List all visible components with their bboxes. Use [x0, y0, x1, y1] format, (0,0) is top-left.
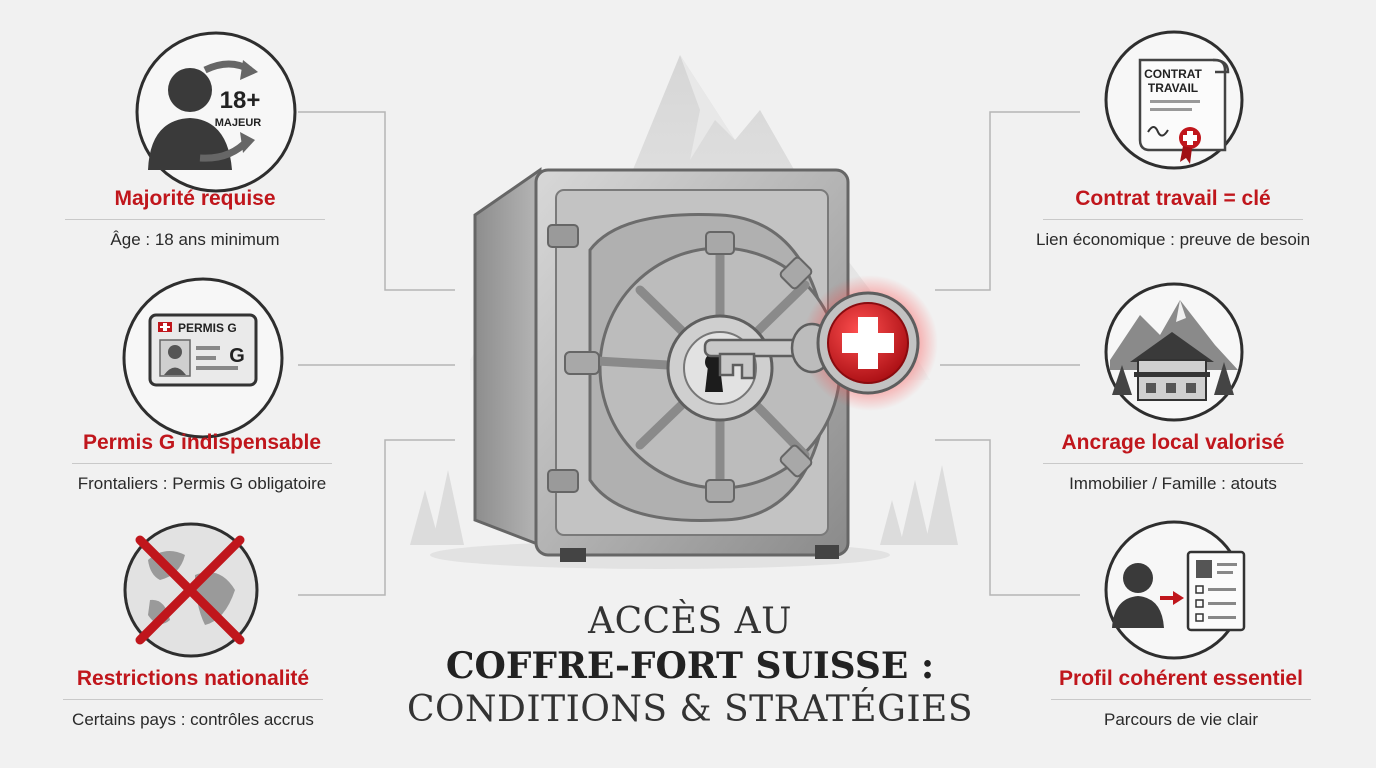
page-title: ACCÈS AU COFFRE-FORT SUISSE : CONDITIONS…	[400, 600, 980, 732]
card-title: Profil cohérent essentiel	[1059, 667, 1303, 690]
contract-scroll-icon: CONTRAT TRAVAIL	[1104, 30, 1244, 170]
condition-card-nationalite: Restrictions nationalité Certains pays :…	[43, 666, 343, 731]
age-badge-text: 18+	[220, 87, 261, 114]
tree-silhouettes	[410, 465, 958, 545]
card-subtitle: Certains pays : contrôles accrus	[72, 710, 314, 729]
card-title: Restrictions nationalité	[76, 667, 310, 690]
crossed-globe-icon	[123, 522, 259, 658]
strategy-card-profil: Profil cohérent essentiel Parcours de vi…	[1031, 666, 1331, 731]
condition-card-majorite: Majorité requise Âge : 18 ans minimum	[45, 186, 345, 251]
card-title: Ancrage local valorisé	[1061, 431, 1285, 454]
card-subtitle: Lien économique : preuve de besoin	[1035, 230, 1311, 249]
permit-card-icon: PERMIS G G	[122, 277, 284, 439]
card-title: Contrat travail = clé	[1075, 187, 1271, 210]
contract-label: CONTRAT	[1144, 67, 1202, 81]
divider	[72, 463, 332, 464]
divider	[63, 699, 323, 700]
card-subtitle: Parcours de vie clair	[1103, 710, 1258, 729]
permit-card-label: PERMIS G	[178, 321, 237, 335]
condition-card-permis: Permis G indispensable Frontaliers : Per…	[52, 430, 352, 495]
chalet-icon	[1104, 282, 1244, 422]
card-subtitle: Immobilier / Famille : atouts	[1069, 474, 1277, 493]
swiss-key-icon	[703, 275, 938, 411]
title-line-2: COFFRE-FORT SUISSE :	[445, 645, 935, 687]
divider	[65, 219, 325, 220]
profile-document-icon	[1104, 520, 1246, 660]
strategy-card-contrat: Contrat travail = clé Lien économique : …	[1023, 186, 1323, 251]
person-adult-icon: 18+ MAJEUR	[135, 31, 297, 193]
right-connectors	[935, 111, 1080, 596]
safe-illustration	[473, 167, 850, 562]
divider	[1043, 219, 1303, 220]
left-connectors	[298, 111, 455, 596]
card-subtitle: Âge : 18 ans minimum	[110, 230, 280, 249]
strategy-card-ancrage: Ancrage local valorisé Immobilier / Fami…	[1023, 430, 1323, 495]
card-title: Majorité requise	[114, 187, 276, 210]
card-title: Permis G indispensable	[82, 431, 322, 454]
title-line-3: CONDITIONS & STRATÉGIES	[406, 689, 973, 730]
card-subtitle: Frontaliers : Permis G obligatoire	[77, 474, 327, 493]
divider	[1051, 699, 1311, 700]
divider	[1043, 463, 1303, 464]
age-badge-caption: MAJEUR	[215, 117, 262, 129]
title-line-1: ACCÈS AU	[588, 601, 792, 642]
contract-label-2: TRAVAIL	[1148, 81, 1198, 95]
permit-card-letter: G	[229, 345, 245, 367]
